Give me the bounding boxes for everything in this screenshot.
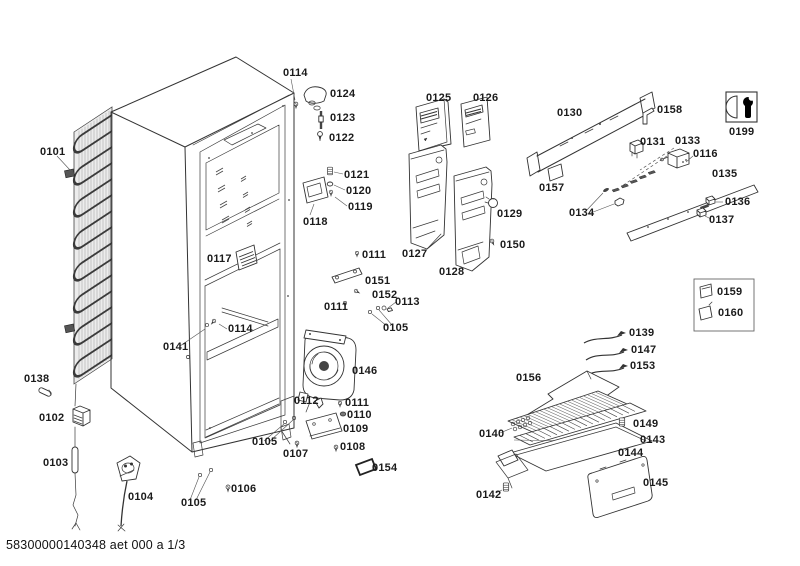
part-label-0125: 0125 <box>426 92 452 104</box>
part-label-0151: 0151 <box>365 275 391 287</box>
part-label-0118: 0118 <box>303 216 328 228</box>
part-label-0147: 0147 <box>631 344 657 356</box>
part-label-0109: 0109 <box>343 423 369 435</box>
part-label-0136: 0136 <box>725 196 751 208</box>
fan-assembly <box>297 329 357 413</box>
part-label-0107: 0107 <box>283 448 309 460</box>
air-duct-covers <box>408 144 493 272</box>
part-label-0156: 0156 <box>516 372 542 384</box>
evaporator-assembly <box>495 370 653 519</box>
part-label-0102: 0102 <box>39 412 65 424</box>
part-label-0112: 0112 <box>294 395 319 407</box>
part-label-0139: 0139 <box>629 327 655 339</box>
freezer-fixings <box>179 318 228 359</box>
part-label-0120: 0120 <box>346 185 372 197</box>
part-label-0152: 0152 <box>372 289 398 301</box>
part-label-0158: 0158 <box>657 104 683 116</box>
part-label-0150: 0150 <box>500 239 526 251</box>
part-label-0137: 0137 <box>709 214 735 226</box>
part-label-0130: 0130 <box>557 107 583 119</box>
cover-strip-0135 <box>626 184 759 242</box>
part-label-0157: 0157 <box>539 182 565 194</box>
condenser-coil <box>56 106 113 407</box>
cabinet-body <box>110 56 295 458</box>
part-label-0126: 0126 <box>473 92 499 104</box>
part-label-0146: 0146 <box>352 365 378 377</box>
clip-0137 <box>696 207 712 220</box>
part-label-0133: 0133 <box>675 135 701 147</box>
part-label-0111-2: 0111 <box>324 301 349 313</box>
part-label-0135: 0135 <box>712 168 738 180</box>
part-label-0121: 0121 <box>344 169 370 181</box>
part-label-0129: 0129 <box>497 208 523 220</box>
part-label-0144: 0144 <box>618 447 644 459</box>
part-label-0199: 0199 <box>729 126 755 138</box>
part-label-0105: 0105 <box>383 322 409 334</box>
part-label-0106: 0106 <box>231 483 257 495</box>
part-label-0131: 0131 <box>640 136 666 148</box>
vent-grille <box>235 244 258 271</box>
part-label-0124: 0124 <box>330 88 356 100</box>
wire-harnesses <box>583 331 628 377</box>
part-label-0141: 0141 <box>163 341 189 353</box>
part-label-0128: 0128 <box>439 266 465 278</box>
part-label-0111-3: 0111 <box>345 397 370 409</box>
part-label-0123: 0123 <box>330 112 356 124</box>
switch-0131 <box>629 139 644 159</box>
part-label-0142: 0142 <box>476 489 502 501</box>
part-label-0127: 0127 <box>402 248 428 260</box>
part-label-0114-2: 0114 <box>228 323 253 335</box>
wrench-icon <box>725 91 758 123</box>
thermostat-0116 <box>660 148 694 169</box>
top-hinge-parts <box>290 78 348 216</box>
keys-0133 <box>611 147 677 193</box>
part-label-0134: 0134 <box>569 207 595 219</box>
part-label-0149: 0149 <box>633 418 659 430</box>
part-label-0117: 0117 <box>207 253 232 265</box>
part-label-0103: 0103 <box>43 457 69 469</box>
part-label-0101: 0101 <box>40 146 66 158</box>
part-label-0114: 0114 <box>283 67 308 79</box>
part-label-0108: 0108 <box>340 441 366 453</box>
small-plate-0157 <box>547 163 564 182</box>
part-label-0116: 0116 <box>693 148 718 160</box>
part-label-0159: 0159 <box>717 286 743 298</box>
part-label-0110: 0110 <box>347 409 372 421</box>
part-label-0122: 0122 <box>329 132 355 144</box>
part-label-0113: 0113 <box>395 296 420 308</box>
part-label-0143: 0143 <box>640 434 666 446</box>
document-number: 58300000140348 aet 000 a 1/3 <box>6 538 186 552</box>
base-plate-parts <box>263 397 378 477</box>
parts-0134 <box>584 187 625 215</box>
part-label-0104: 0104 <box>128 491 154 503</box>
fan-fixing-parts <box>331 250 397 327</box>
clip-0136 <box>705 195 723 206</box>
part-label-0105-3: 0105 <box>181 497 207 509</box>
bottom-left-parts <box>38 387 231 532</box>
part-label-0111: 0111 <box>362 249 387 261</box>
part-label-0153: 0153 <box>630 360 656 372</box>
part-label-0105-2: 0105 <box>252 436 278 448</box>
lamp-and-screw <box>484 196 498 247</box>
part-label-0138: 0138 <box>24 373 50 385</box>
part-label-0140: 0140 <box>479 428 505 440</box>
instruction-box <box>693 278 755 332</box>
part-label-0145: 0145 <box>643 477 669 489</box>
control-panel-modules <box>415 96 491 152</box>
mounting-rail <box>526 91 656 177</box>
part-label-0160: 0160 <box>718 307 744 319</box>
small-bracket-0158 <box>642 107 655 125</box>
part-label-0154: 0154 <box>372 462 398 474</box>
part-label-0119: 0119 <box>348 201 373 213</box>
